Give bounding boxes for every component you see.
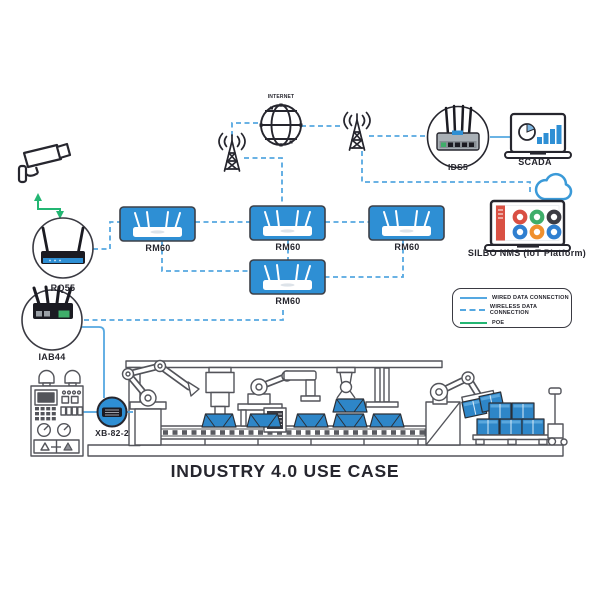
scada-label: SCADA	[518, 157, 552, 167]
rm60-device-1	[119, 206, 196, 242]
poe-label: POE	[492, 319, 505, 326]
scada-laptop-icon	[504, 112, 572, 159]
drill-tool-icon	[205, 366, 235, 427]
iab44-label: IAB44	[38, 352, 66, 362]
rm60-label-3: RM60	[394, 242, 420, 252]
control-cabinet-illustration	[30, 369, 84, 457]
legend-row-wireless: WIRELESS DATA CONNECTION	[460, 304, 571, 316]
poe-line-sample	[460, 321, 487, 324]
cell-tower-icon-1	[218, 132, 246, 172]
overhead-gripper-icon	[336, 366, 356, 399]
pedestal-table	[365, 367, 399, 408]
rq55-label: RQ55	[50, 283, 76, 293]
rm60-label-2: RM60	[275, 242, 301, 252]
iab44-device	[21, 285, 83, 351]
rm60-label-4: RM60	[275, 296, 301, 306]
cell-tower-icon-2	[343, 111, 371, 151]
wired-links	[81, 136, 511, 413]
cctv-camera-icon	[17, 142, 72, 184]
wireless-line-sample	[460, 309, 485, 312]
page-title: INDUSTRY 4.0 USE CASE	[170, 461, 400, 481]
ground	[87, 444, 564, 457]
wireless-links	[84, 122, 531, 321]
wireless-label: WIRELESS DATA CONNECTION	[489, 304, 538, 317]
rm60-device-3	[368, 205, 445, 241]
silbo-nms-label: SILBO NMS (IoT Platform)	[467, 248, 587, 258]
rm60-device-2	[249, 205, 326, 241]
wired-label: WIRED DATA CONNECTION	[492, 295, 569, 301]
wired-line-sample	[460, 297, 487, 299]
internet-label: INTERNET	[267, 94, 295, 100]
pallet-truck-icon	[547, 387, 568, 446]
legend-row-poe: POE	[460, 320, 571, 326]
rm60-label-1: RM60	[145, 243, 171, 253]
poe-link-arrows	[34, 193, 64, 219]
legend-row-wired: WIRED DATA CONNECTION	[460, 295, 571, 301]
rm60-device-4	[249, 259, 326, 295]
robot-arm-right-icon	[425, 371, 505, 446]
internet-globe-icon	[259, 103, 303, 147]
robot-arm-left-icon	[121, 359, 200, 446]
xb82-2-device	[96, 396, 128, 428]
rq55-device	[32, 217, 94, 279]
ids5-device	[426, 104, 490, 169]
factory-illustration	[87, 359, 568, 457]
legend-box: WIRED DATA CONNECTION WIRELESS DATA CONN…	[452, 288, 572, 328]
cloud-icon	[534, 172, 573, 201]
silbo-nms-laptop-icon	[484, 199, 571, 252]
ids5-label: IDS5	[447, 162, 469, 172]
xb82-2-label: XB-82-2	[95, 428, 129, 438]
